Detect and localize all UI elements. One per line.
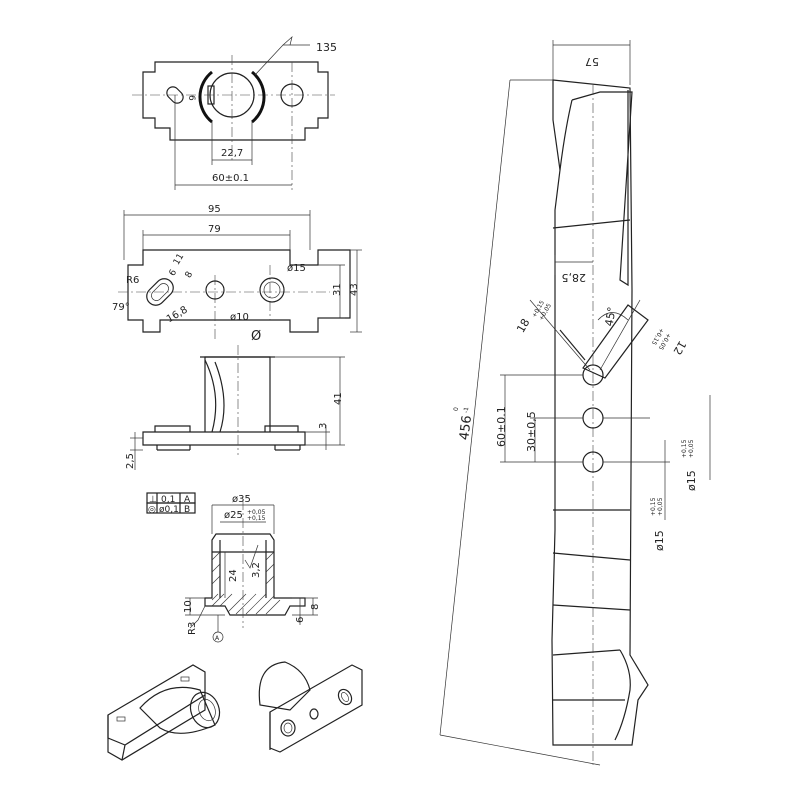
- tol-conc-value: ø0,1: [159, 505, 179, 515]
- flange-slot-len: 16,8: [165, 305, 190, 326]
- blade-dim-width: 57: [585, 55, 599, 68]
- tol-conc-symbol: ◎: [148, 505, 156, 515]
- flange-slot-w3: 8: [184, 270, 196, 280]
- blade-hole2: ø15: [653, 530, 666, 551]
- blade-dim-length: 456: [457, 415, 475, 441]
- flange-view: 95 79 R6 11 6 8 79° 16,8 ø15 ø10 31 43: [112, 204, 362, 340]
- iso-view-right: [258, 661, 363, 753]
- blade-dim-slot: 18: [514, 316, 532, 335]
- blade-hole2-tol-up: +0,15: [650, 497, 657, 516]
- top-view: 135 6 22,7 60±0.1: [132, 35, 337, 190]
- flange-dim-overall: 95: [208, 204, 221, 215]
- side-dim-height: 41: [333, 392, 344, 405]
- blade-hole2-tol-lo: +0,05: [657, 497, 664, 516]
- side-view: Ø 41 3 2,5: [125, 329, 345, 470]
- blade-hole1: ø15: [685, 470, 698, 491]
- tol-perp-value: 0,1: [161, 495, 175, 505]
- blade-length-tol-up: 0: [453, 407, 460, 412]
- blade-hole1-tol-up: +0,15: [681, 439, 688, 458]
- flange-radius: R6: [126, 275, 139, 286]
- side-mark: Ø: [251, 329, 261, 344]
- section-datum: A: [215, 635, 220, 642]
- section-roughness: 3,2: [251, 562, 262, 578]
- side-dim-base: 3: [318, 423, 329, 429]
- blade-view: 57 28,5 18 +0,15 +0,05 45° 12 +0,15 +0,0…: [439, 40, 711, 766]
- flange-slot-w2: 6: [168, 268, 180, 278]
- section-dim-right-b: 6: [295, 617, 306, 623]
- blade-angle: 45°: [603, 306, 619, 327]
- top-offset-label: 6: [186, 95, 196, 101]
- section-dim-left: 10: [183, 600, 194, 613]
- section-dim-bore: ø25: [224, 510, 243, 521]
- side-dim-flange: 2,5: [125, 453, 136, 469]
- blade-dim-slot2: 12: [670, 338, 688, 357]
- blade-dim-spacing-half: 30±0,5: [525, 411, 538, 452]
- flange-angle: 79°: [112, 302, 130, 313]
- section-dim-outer: ø35: [232, 494, 251, 505]
- flange-dim-height: 43: [349, 283, 360, 296]
- iso-view-left: [107, 664, 221, 761]
- section-bore-tol-up: +0,05: [247, 509, 266, 516]
- flange-slot-w1: 11: [172, 252, 186, 267]
- blade-length-tol-lo: -1: [463, 406, 471, 413]
- blade-dim-spacing: 60±0.1: [495, 406, 508, 447]
- section-view: ⊥ 0,1 A ◎ ø0,1 B: [146, 492, 321, 643]
- section-bore-tol-lo: +0,15: [247, 515, 266, 522]
- section-dim-len: 24: [228, 569, 239, 582]
- tol-perp-ref: A: [184, 495, 191, 505]
- flange-dim-inner: 79: [208, 224, 221, 235]
- top-dim-span: 60±0.1: [212, 173, 249, 184]
- tol-perp-symbol: ⊥: [149, 495, 157, 505]
- section-dim-right-a: 8: [310, 604, 321, 610]
- top-angle-label: 135: [316, 41, 337, 54]
- tol-conc-ref: B: [184, 505, 190, 515]
- top-dim-center: 22,7: [221, 148, 243, 159]
- flange-dim-height-inner: 31: [332, 283, 343, 296]
- section-hatch: [211, 551, 281, 615]
- blade-dim-inset: 28,5: [562, 271, 587, 284]
- blade-hole1-tol-lo: +0,05: [688, 439, 695, 458]
- section-radius: R3: [187, 622, 198, 635]
- flange-hole-center: ø10: [230, 312, 249, 323]
- flange-hole-d: ø15: [287, 263, 306, 274]
